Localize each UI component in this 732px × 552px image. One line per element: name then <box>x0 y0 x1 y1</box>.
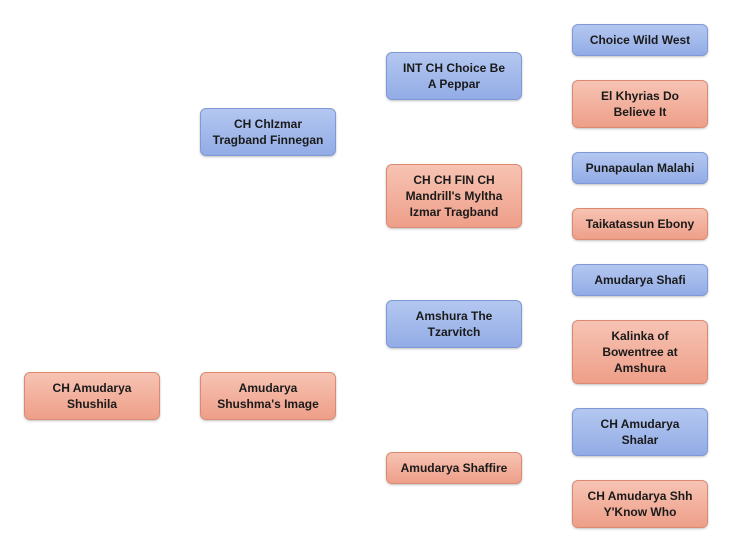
pedigree-node-sire-dam[interactable]: CH CH FIN CH Mandrill's Myltha Izmar Tra… <box>386 164 522 228</box>
pedigree-node-dam-sire-sire[interactable]: Amudarya Shafi <box>572 264 708 296</box>
pedigree-node-sire[interactable]: CH ChIzmar Tragband Finnegan <box>200 108 336 156</box>
pedigree-node-subject[interactable]: CH Amudarya Shushila <box>24 372 160 420</box>
pedigree-node-dam-dam-sire[interactable]: CH Amudarya Shalar <box>572 408 708 456</box>
pedigree-node-dam[interactable]: Amudarya Shushma's Image <box>200 372 336 420</box>
pedigree-node-sire-sire-dam[interactable]: El Khyrias Do Believe It <box>572 80 708 128</box>
pedigree-node-dam-sire-dam[interactable]: Kalinka of Bowentree at Amshura <box>572 320 708 384</box>
pedigree-node-sire-sire-sire[interactable]: Choice Wild West <box>572 24 708 56</box>
pedigree-node-dam-dam[interactable]: Amudarya Shaffire <box>386 452 522 484</box>
pedigree-node-dam-dam-dam[interactable]: CH Amudarya Shh Y'Know Who <box>572 480 708 528</box>
pedigree-node-sire-dam-sire[interactable]: Punapaulan Malahi <box>572 152 708 184</box>
pedigree-node-sire-sire[interactable]: INT CH Choice Be A Peppar <box>386 52 522 100</box>
pedigree-node-dam-sire[interactable]: Amshura The Tzarvitch <box>386 300 522 348</box>
pedigree-node-sire-dam-dam[interactable]: Taikatassun Ebony <box>572 208 708 240</box>
